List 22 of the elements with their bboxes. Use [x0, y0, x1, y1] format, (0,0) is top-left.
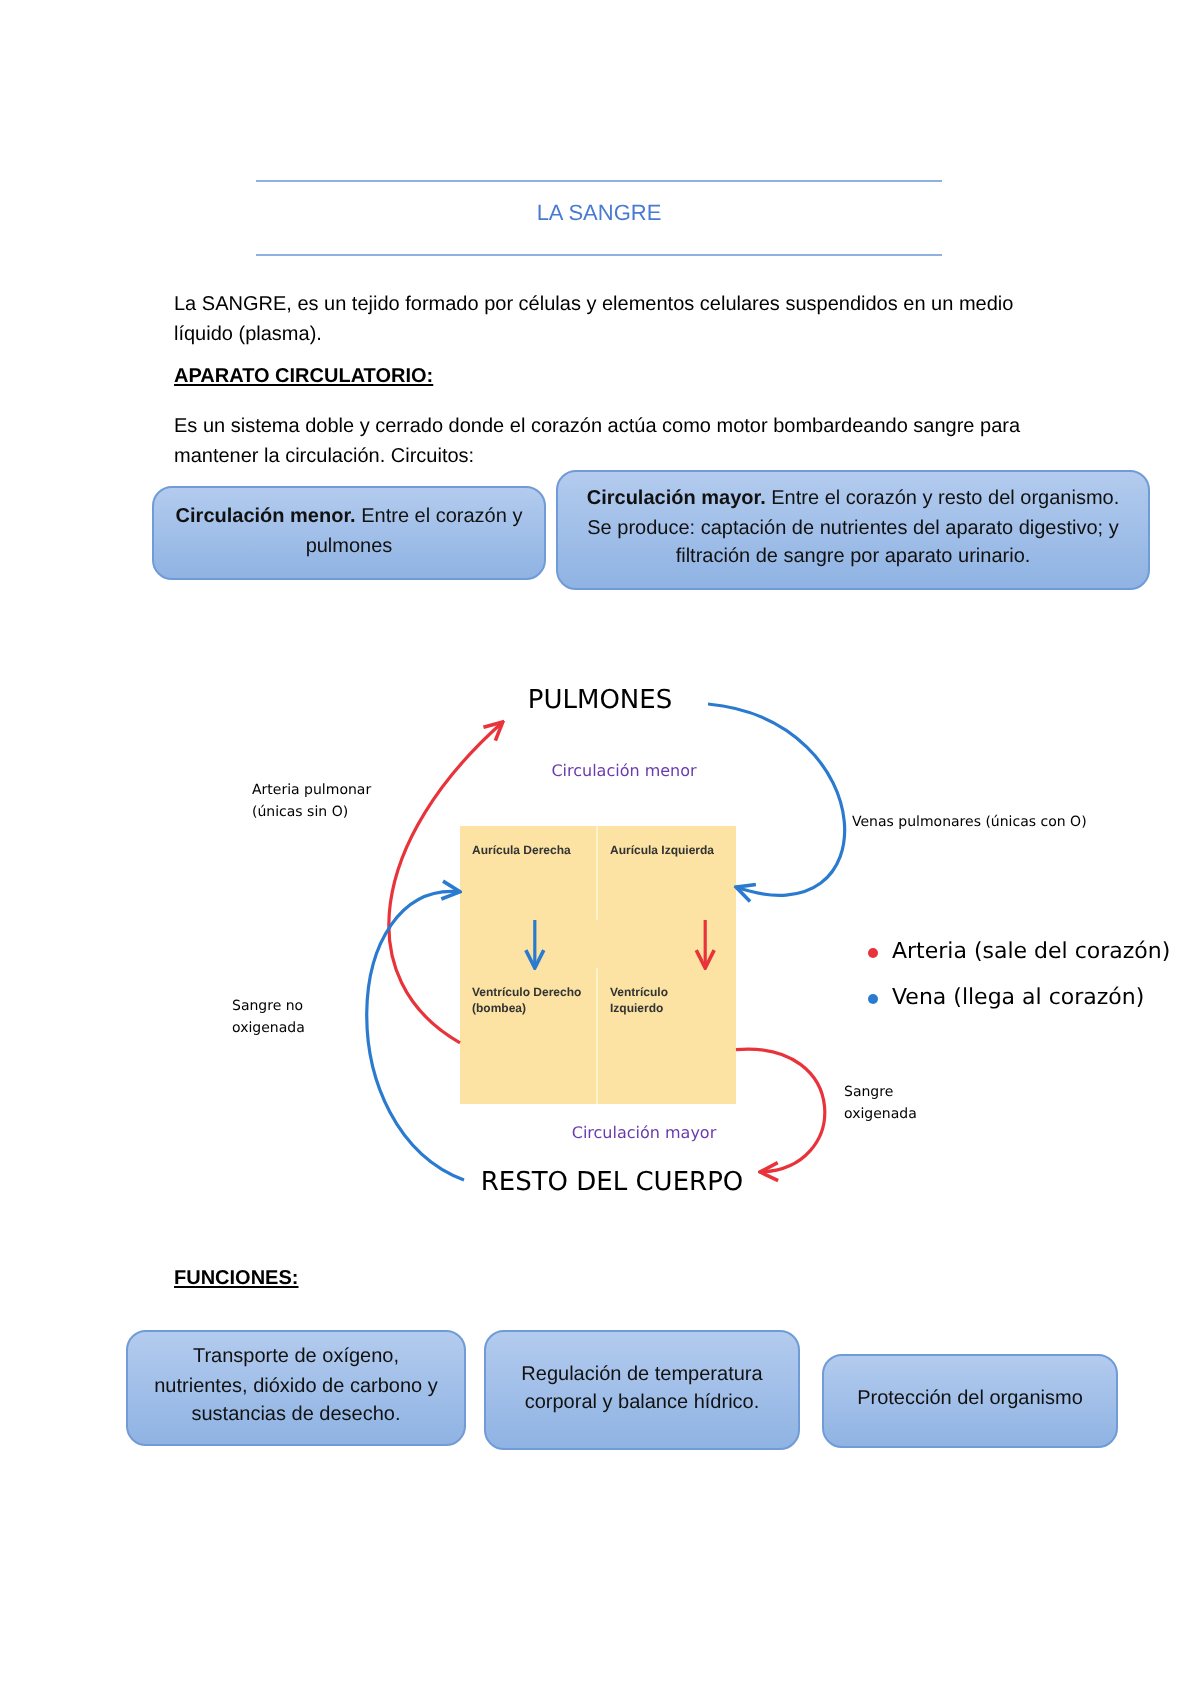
diagram-label: Circulación menor: [549, 762, 699, 780]
diagram-label: Circulación mayor: [569, 1124, 719, 1142]
rounded-box: Regulación de temperatura corporal y balance hídrico.: [484, 1330, 800, 1450]
legend-label: Vena (llega al corazón): [892, 984, 1145, 1010]
arrow: [365, 882, 465, 1182]
rounded-box: Circulación menor. Entre el corazón y pulmones: [152, 486, 546, 580]
legend-label: Arteria (sale del corazón): [892, 938, 1171, 964]
rounded-box: Protección del organismo: [822, 1354, 1118, 1448]
arrow: [735, 1048, 826, 1181]
paragraph: Es un sistema doble y cerrado donde el corazón actúa como motor bombardeando sangre para mantener la circulación. Circuitos:: [174, 414, 1023, 471]
section-heading: APARATO CIRCULATORIO:: [174, 366, 436, 388]
rounded-box: Transporte de oxígeno, nutrientes, dióxido de carbono y sustancias de desecho.: [126, 1330, 466, 1446]
paragraph: La SANGRE, es un tejido formado por células y elementos celulares suspendidos en un medio líquido (plasma).: [174, 292, 1016, 349]
arrow: [707, 702, 846, 902]
section-heading: FUNCIONES:: [174, 1268, 301, 1290]
arrow: [387, 720, 505, 1045]
rounded-box: Circulación mayor. Entre el corazón y resto del organismo. Se produce: captación de nutrientes del aparato digestivo; y filtración de sangre por aparato urinario.: [556, 470, 1150, 590]
arrow: [524, 920, 546, 970]
title: LA SANGRE: [534, 202, 664, 226]
arrow: [694, 920, 716, 970]
organ-label: RESTO DEL CUERPO: [480, 1168, 744, 1198]
organ-label: PULMONES: [527, 686, 673, 716]
